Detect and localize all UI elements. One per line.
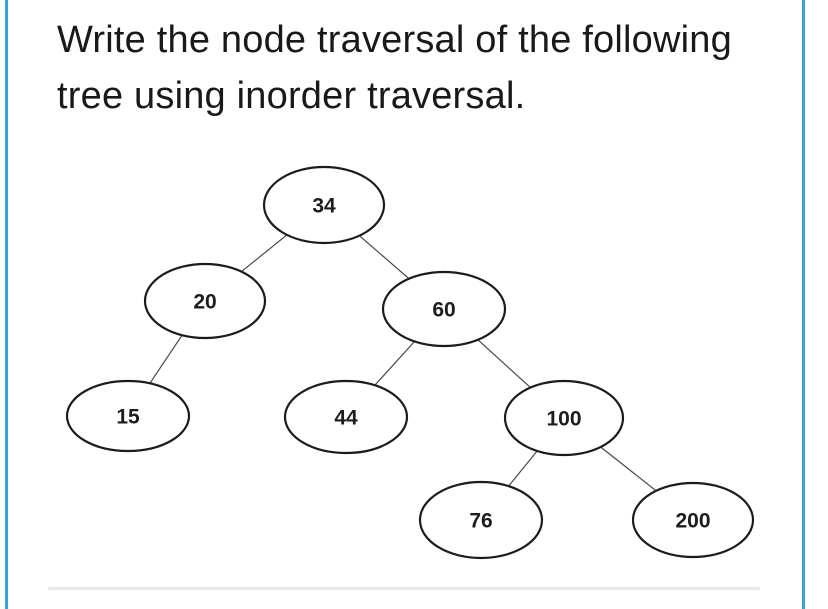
tree-node-label: 15 <box>116 406 140 429</box>
question-text: Write the node traversal of the followin… <box>57 12 777 124</box>
tree-node-label: 76 <box>469 510 492 533</box>
tree-node-label: 34 <box>312 195 336 218</box>
tree-node-60: 60 <box>381 270 507 348</box>
bottom-divider <box>48 587 760 590</box>
card-right-border <box>802 0 805 609</box>
tree-node-100: 100 <box>503 379 625 457</box>
tree-node-label: 100 <box>546 408 581 431</box>
tree-node-200: 200 <box>631 481 755 559</box>
question-line-1: Write the node traversal of the followin… <box>57 19 732 61</box>
tree-node-34: 34 <box>262 165 386 245</box>
tree-node-ellipse <box>143 262 267 340</box>
tree-node-label: 60 <box>432 299 455 322</box>
tree-node-ellipse <box>631 481 755 559</box>
tree-node-label: 44 <box>334 407 358 430</box>
tree-node-label: 200 <box>675 510 710 533</box>
tree-node-ellipse <box>65 379 191 453</box>
tree-node-ellipse <box>503 379 625 457</box>
tree-node-76: 76 <box>418 480 544 560</box>
tree-node-20: 20 <box>143 262 267 340</box>
tree-node-ellipse <box>381 270 507 348</box>
tree-node-ellipse <box>283 379 409 455</box>
tree-node-ellipse <box>262 165 386 245</box>
tree-node-15: 15 <box>65 379 191 453</box>
tree-node-44: 44 <box>283 379 409 455</box>
tree-node-ellipse <box>418 480 544 560</box>
card-left-border <box>5 0 8 609</box>
tree-node-label: 20 <box>193 291 216 314</box>
question-line-2: tree using inorder traversal. <box>57 75 526 117</box>
